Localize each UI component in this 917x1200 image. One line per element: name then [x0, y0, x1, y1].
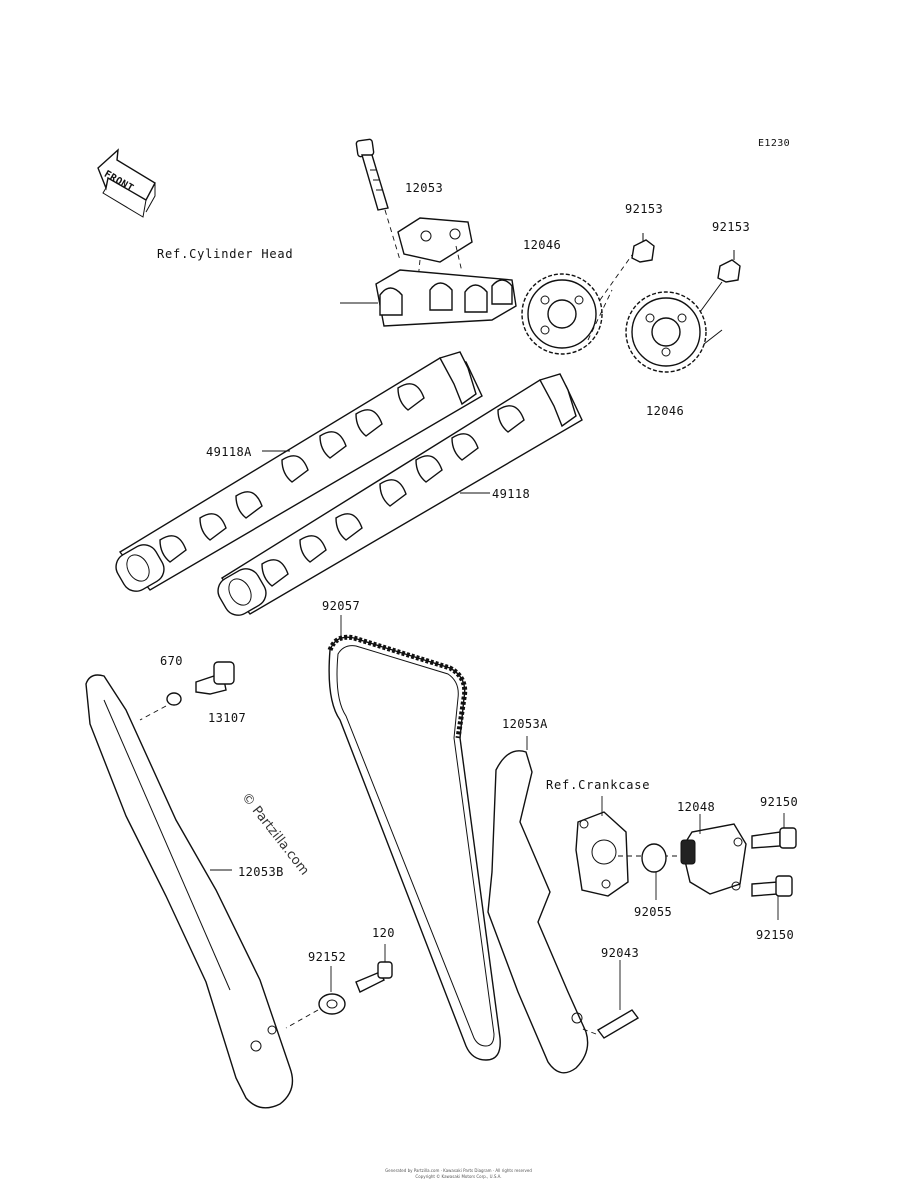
o-ring	[139, 692, 182, 721]
part-label-12048: 12048	[677, 800, 716, 814]
chain-guide-rear	[85, 674, 294, 1109]
guide-pin	[579, 960, 640, 1039]
cam-cap-bolt	[355, 138, 401, 261]
part-label-12046-a: 12046	[523, 238, 562, 252]
part-label-12053B: 12053B	[238, 865, 284, 879]
part-label-120: 120	[372, 926, 395, 940]
part-label-49118: 49118	[492, 487, 531, 501]
camshaft-sprocket-1	[521, 254, 633, 355]
part-label-92153-a: 92153	[625, 202, 664, 216]
sprocket-bolt-2	[717, 250, 741, 283]
tensioner-gasket	[641, 843, 667, 900]
footer-line-1: Generated by Partzilla.com · Kawasaki Pa…	[385, 1168, 532, 1173]
diagram-code: E1230	[758, 138, 791, 149]
part-label-12053: 12053	[405, 181, 444, 195]
part-label-49118A: 49118A	[206, 445, 252, 459]
footer-line-2: Copyright © Kawasaki Motors Corp., U.S.A…	[415, 1174, 502, 1179]
camshaft-exhaust	[217, 373, 583, 616]
ref-cylinder-head-label: Ref.Cylinder Head	[157, 247, 294, 261]
cylinder-head-cam-holder	[340, 269, 517, 327]
part-label-92043: 92043	[601, 946, 640, 960]
guide-bolt	[195, 661, 235, 695]
part-label-92055: 92055	[634, 905, 673, 919]
guide-collar	[285, 966, 346, 1029]
cam-chain	[327, 615, 501, 1061]
camshaft-cap	[397, 217, 473, 281]
part-label-92153-b: 92153	[712, 220, 751, 234]
part-label-92150-b: 92150	[756, 928, 795, 942]
part-label-670: 670	[160, 654, 183, 668]
sprocket-bolt-1	[631, 233, 655, 263]
crankcase-tensioner-seat	[575, 796, 680, 897]
part-label-92057: 92057	[322, 599, 361, 613]
chain-guide-front	[487, 736, 589, 1074]
camshaft-intake	[115, 351, 483, 592]
part-label-12053A: 12053A	[502, 717, 548, 731]
camshaft-sprocket-2	[625, 281, 723, 373]
guide-pivot-bolt	[355, 944, 393, 993]
chain-tensioner	[680, 814, 747, 895]
part-label-92152: 92152	[308, 950, 347, 964]
front-arrow-icon	[97, 148, 156, 218]
part-label-13107: 13107	[208, 711, 247, 725]
part-label-12046-b: 12046	[646, 404, 685, 418]
tensioner-bolt-2	[751, 875, 793, 920]
tensioner-bolt-1	[751, 813, 797, 849]
part-label-92150-a: 92150	[760, 795, 799, 809]
ref-crankcase-label: Ref.Crankcase	[546, 778, 651, 792]
